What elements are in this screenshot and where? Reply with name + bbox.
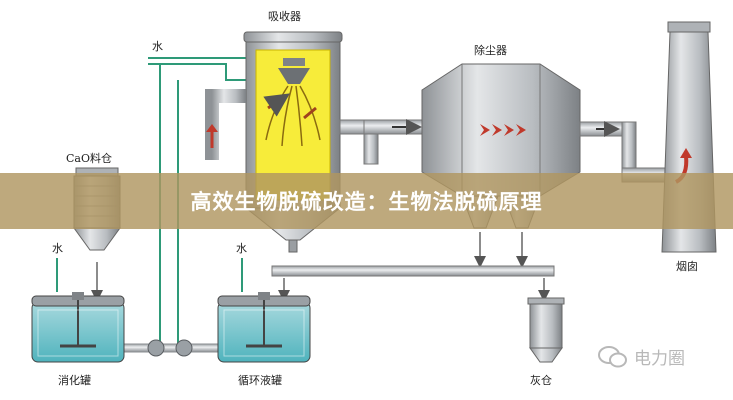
wechat-icon [598, 345, 627, 367]
ash-conveyor [271, 265, 555, 302]
pump-1 [147, 339, 165, 357]
water-left-label: 水 [52, 242, 63, 255]
banner-title: 高效生物脱硫改造：生物法脱硫原理 [190, 190, 543, 214]
ash-bin-label: 灰仓 [530, 374, 552, 387]
water-top-label: 水 [152, 40, 163, 53]
absorber-label: 吸收器 [268, 10, 301, 23]
water-mid-label: 水 [236, 242, 247, 255]
dust-collector-label: 除尘器 [474, 44, 507, 57]
dust-collector [421, 63, 581, 268]
watermark: 电力圈 [598, 344, 685, 369]
duct-absorber-to-dust [339, 119, 423, 165]
cao-bin-label: CaO料仓 [66, 152, 112, 165]
pump-2 [175, 339, 193, 357]
circulation-tank-label: 循环液罐 [238, 374, 282, 387]
slaker-label: 消化罐 [58, 374, 91, 387]
chimney-label: 烟囱 [676, 260, 698, 273]
ash-bin [527, 297, 565, 363]
slaker-tank [31, 292, 125, 363]
title-banner: 高效生物脱硫改造：生物法脱硫原理 [0, 173, 733, 229]
circulation-tank [217, 292, 311, 363]
watermark-text: 电力圈 [634, 349, 685, 369]
bottom-pipe [121, 339, 233, 357]
